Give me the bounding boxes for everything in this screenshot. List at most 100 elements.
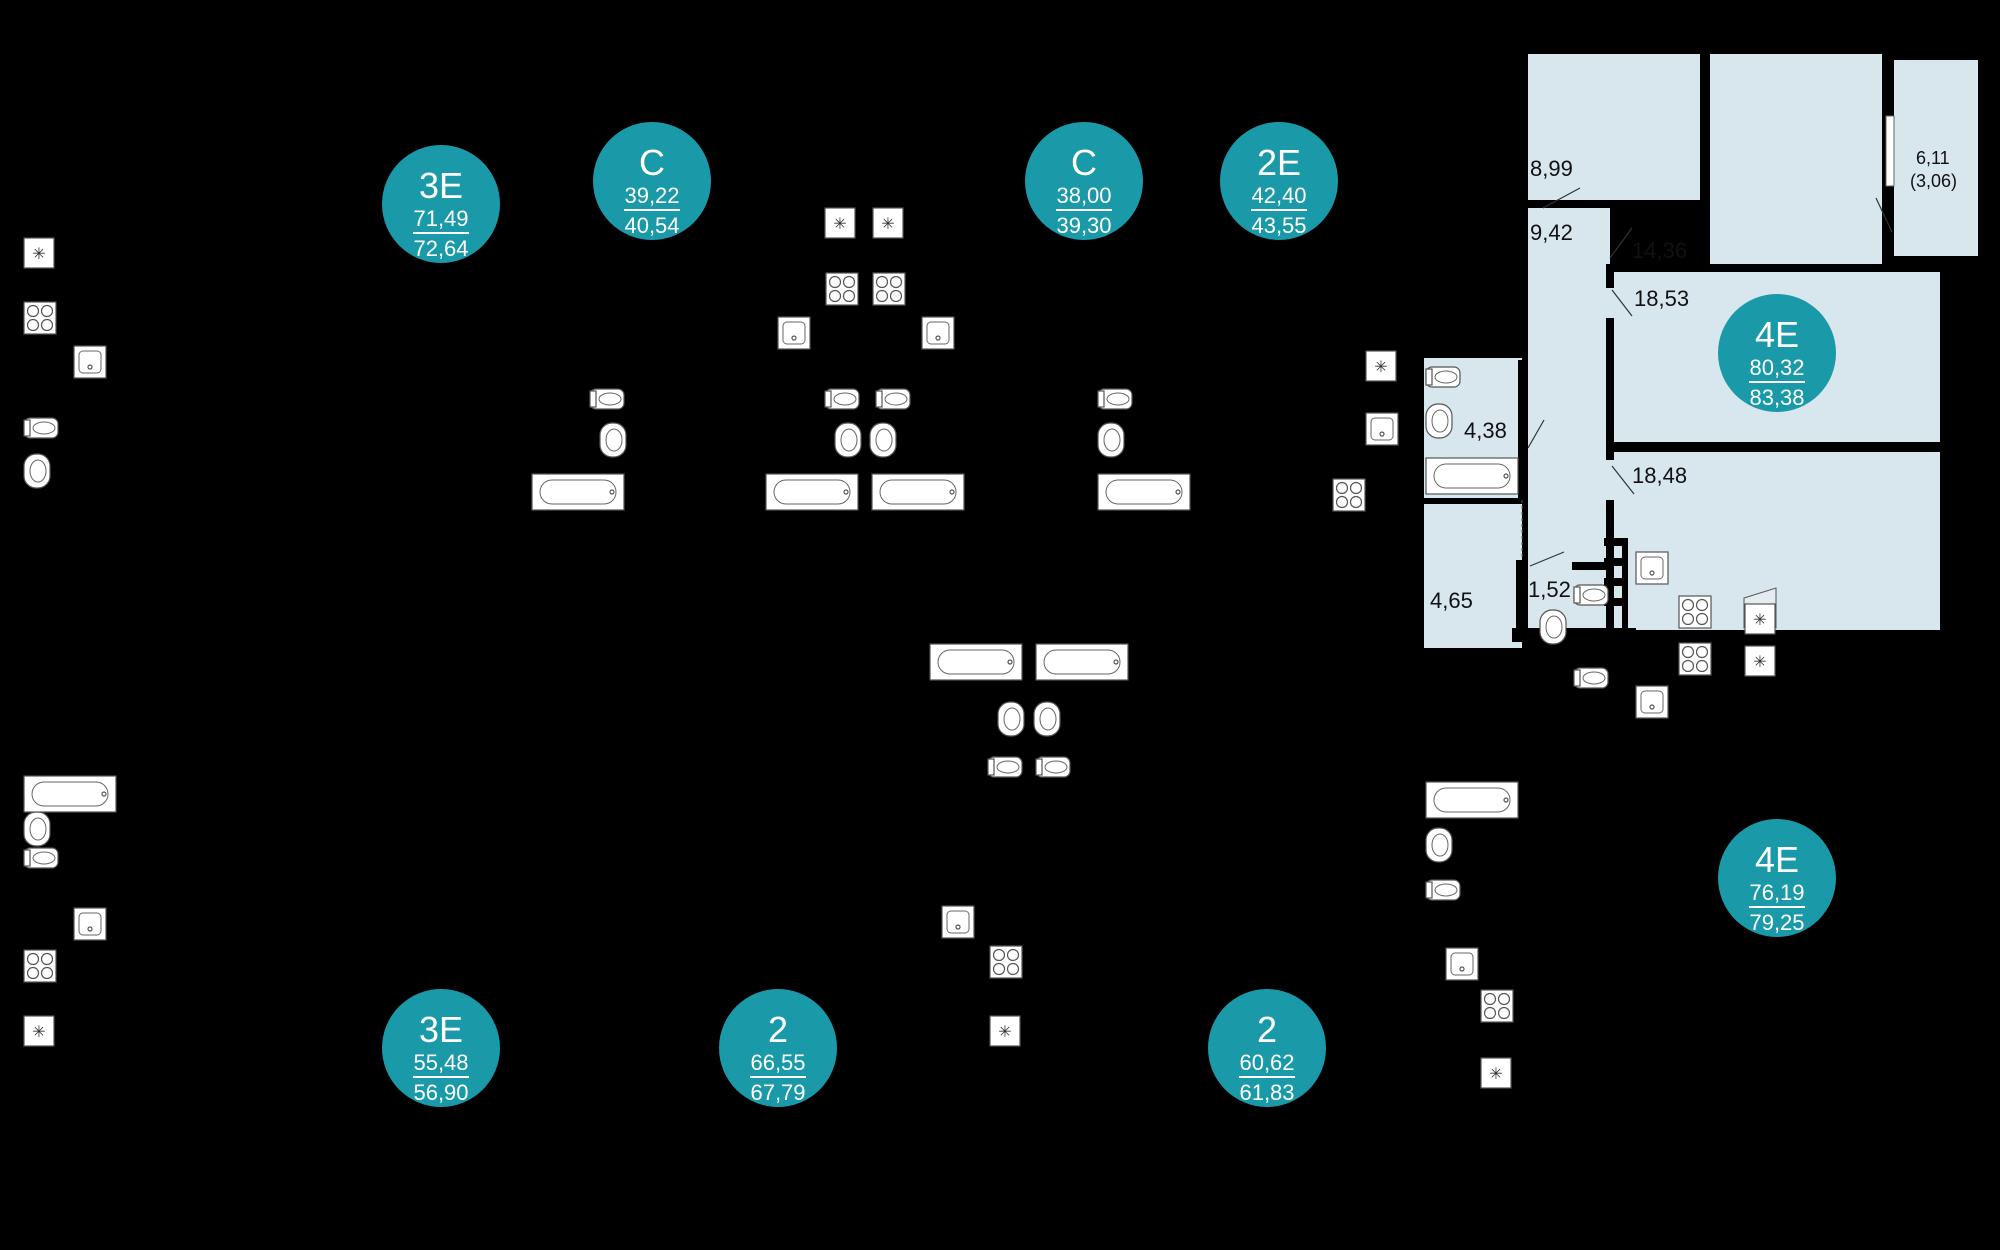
apartment-badge[interactable]: 3Е 55,48 56,90 [382,989,500,1107]
apartment-badge[interactable]: 2 66,55 67,79 [719,989,837,1107]
sink-icon [941,905,975,939]
wall [1528,200,1710,208]
svg-text:✳: ✳ [32,1022,45,1041]
svg-text:✳: ✳ [1489,1064,1502,1083]
fridge-icon: ✳ [1365,350,1397,382]
stove-icon [989,945,1023,979]
badge-area: 80,32 [1749,355,1804,380]
bathtub-icon [1035,643,1129,681]
toilet-icon [1035,756,1071,778]
badge-total: 72,64 [413,236,468,261]
bathtub-icon [23,775,117,813]
room-area-label: 18,53 [1634,286,1689,311]
toilet-icon [23,847,59,869]
room-area-label: 1,52 [1528,577,1571,602]
badge-total: 83,38 [1749,385,1804,410]
stove-icon [23,301,57,335]
sink-icon [777,316,811,350]
washbasin-icon [869,422,897,458]
sink-icon [1635,551,1669,585]
apartment-badge[interactable]: 2 60,62 61,83 [1208,989,1326,1107]
washbasin-icon [1097,422,1125,458]
apartment-badge[interactable]: 2Е 42,40 43,55 [1220,122,1338,240]
wall [1604,558,1626,566]
toilet-icon [1573,584,1609,606]
badge-total: 67,79 [750,1080,805,1105]
badge-area: 38,00 [1056,183,1111,208]
washbasin-icon [1425,827,1453,863]
door-swing [1611,289,1633,317]
apartment-badge[interactable]: С 38,00 39,30 [1025,122,1143,240]
door-swing [1611,465,1635,495]
badge-area: 66,55 [750,1050,805,1075]
washbasin-icon [599,422,627,458]
apartment-badge[interactable]: 4Е 76,19 79,25 [1718,819,1836,937]
toilet-icon [875,388,911,410]
badge-type: 4Е [1755,839,1799,880]
corridor-room [1528,208,1610,628]
fridge-icon: ✳ [1744,645,1776,677]
wall [1610,264,1882,272]
toilet-icon [589,388,625,410]
walls [1424,54,1940,642]
badge-total: 61,83 [1239,1080,1294,1105]
balcony-room [1884,60,1978,256]
bathtub-icon [1425,781,1519,819]
door-swing [1875,197,1893,233]
wall [1606,264,1614,288]
apartment-badge[interactable]: С 39,22 40,54 [593,122,711,240]
toilet-icon [1425,366,1461,388]
badge-type: 2 [1257,1009,1277,1050]
wall [1700,54,1710,208]
door-swing [1542,187,1581,209]
toilet-icon [1097,388,1133,410]
wall [1604,578,1626,586]
badge-type: 3Е [419,1009,463,1050]
wall [1610,442,1940,452]
badge-total: 39,30 [1056,213,1111,238]
badge-type: С [1071,142,1097,183]
fridge-icon: ✳ [23,1015,55,1047]
toilet-icon [987,756,1023,778]
room-area-label: 9,42 [1530,220,1573,245]
wall [1604,598,1626,606]
svg-text:✳: ✳ [833,214,846,233]
bathtub-icon [871,473,965,511]
sink-icon [73,345,107,379]
bathtub-icon [765,473,859,511]
sink-icon [73,907,107,941]
stove-icon [825,272,859,306]
badge-type: 2Е [1257,142,1301,183]
washbasin-icon [23,811,51,847]
badge-type: С [639,142,665,183]
sink-icon [1635,685,1669,719]
svg-text:✳: ✳ [1753,652,1766,671]
fixtures: ✳✳✳✳✳✳✳✳✳ [23,207,1776,1089]
svg-text:✳: ✳ [998,1022,1011,1041]
apartment-badge[interactable]: 3Е 71,49 72,64 [382,145,500,263]
svg-text:✳: ✳ [32,244,45,263]
room-14-36 [1710,54,1882,272]
stove-icon [23,949,57,983]
fridge-icon: ✳ [989,1015,1021,1047]
badges: 3Е 71,49 72,64 С 39,22 40,54 С 38,00 39,… [382,122,1836,1107]
wall [1606,318,1614,460]
badge-area: 60,62 [1239,1050,1294,1075]
room-area-label: 14,36 [1632,238,1687,263]
wall [1512,628,1636,642]
room-8-99 [1528,54,1708,208]
toilet-icon [1425,879,1461,901]
badge-area: 42,40 [1251,183,1306,208]
fridge-icon: ✳ [1480,1057,1512,1089]
apartment-badge[interactable]: 4Е 80,32 83,38 [1718,294,1836,412]
badge-total: 79,25 [1749,910,1804,935]
bathtub-icon [1097,473,1191,511]
wall [1424,498,1524,504]
door-swing [1527,419,1545,449]
room-area-label: 6,11 [1916,148,1950,168]
room-area-label: 18,48 [1632,463,1687,488]
room-area-label: 4,65 [1430,588,1473,613]
sink-icon [921,316,955,350]
sink-icon [1445,947,1479,981]
room-area-label: 4,38 [1464,418,1507,443]
